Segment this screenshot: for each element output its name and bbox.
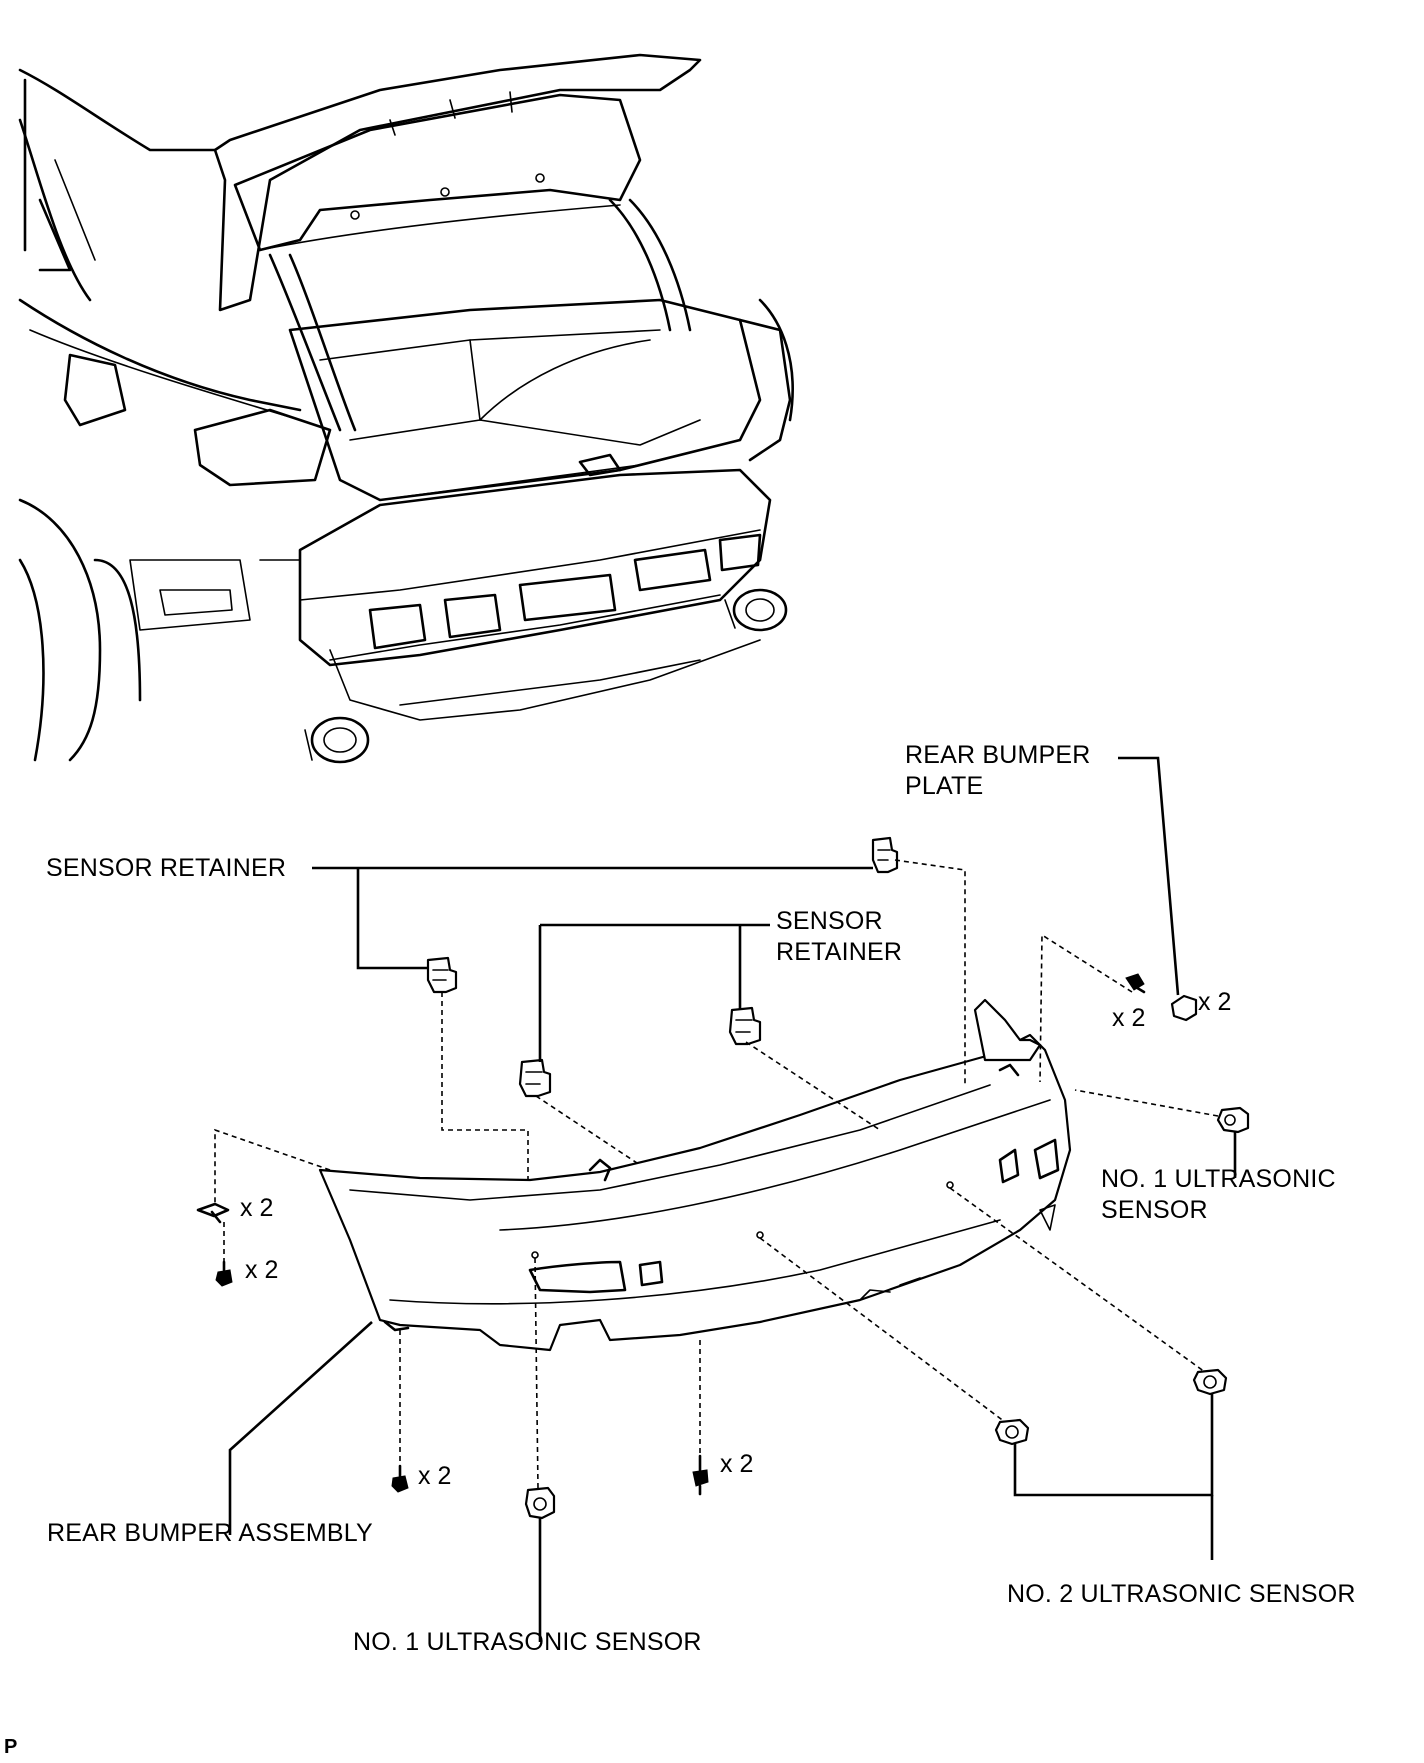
sensor-retainer-top	[871, 836, 899, 874]
left-clip-quantity: x 2	[240, 1194, 274, 1222]
leader-lines	[228, 756, 1237, 1642]
rear-bumper-plate-label-line1: REAR BUMPER	[905, 741, 1091, 769]
sensor-retainer-center-right	[728, 1006, 762, 1046]
assembly-guide-lines	[214, 859, 1219, 1489]
rear-bumper-plate	[1170, 994, 1198, 1022]
no2-ultrasonic-sensor-label: NO. 2 ULTRASONIC SENSOR	[1007, 1580, 1356, 1608]
no1-ultrasonic-sensor-right-label-line2: SENSOR	[1101, 1196, 1208, 1225]
corner-mark: P	[4, 1736, 18, 1758]
sensor-retainer-center-label-line1: SENSOR	[776, 907, 883, 935]
no2-ultrasonic-sensor-left	[994, 1418, 1030, 1446]
rear-bumper-plate-quantity: x 2	[1198, 988, 1232, 1016]
no1-ultrasonic-sensor-right-label: NO. 1 ULTRASONIC SENSOR	[1101, 1164, 1336, 1227]
sensor-retainer-center-label: SENSOR RETAINER	[776, 906, 902, 969]
clip-bottom-center	[692, 1454, 709, 1496]
screw-top-right	[1125, 973, 1146, 994]
sensor-retainer-left-label: SENSOR RETAINER	[46, 854, 287, 882]
rear-bumper-assembly-label: REAR BUMPER ASSEMBLY	[47, 1519, 373, 1547]
clip-left	[196, 1202, 230, 1224]
bottom-left-screw-quantity: x 2	[418, 1462, 452, 1490]
sensor-retainer-center-left	[518, 1058, 552, 1098]
rear-bumper-plate-label: REAR BUMPER PLATE	[905, 740, 1091, 803]
no2-ultrasonic-sensor-right	[1192, 1368, 1228, 1396]
no1-ultrasonic-sensor-bottom-label: NO. 1 ULTRASONIC SENSOR	[353, 1628, 702, 1656]
sensor-retainer-center-label-line2: RETAINER	[776, 938, 903, 967]
vehicle-rear-illustration	[18, 53, 794, 764]
rear-bumper-plate-label-line2: PLATE	[905, 772, 984, 801]
rear-bumper-assembly-illustration	[318, 998, 1072, 1352]
no1-ultrasonic-sensor-right	[1216, 1106, 1250, 1134]
screw-bottom-left	[391, 1464, 409, 1493]
left-screw-quantity: x 2	[245, 1256, 279, 1284]
top-screw-quantity: x 2	[1112, 1004, 1146, 1032]
no1-ultrasonic-sensor-right-label-line1: NO. 1 ULTRASONIC	[1101, 1165, 1336, 1193]
no1-ultrasonic-sensor-bottom	[524, 1486, 556, 1520]
bottom-center-clip-quantity: x 2	[720, 1450, 754, 1478]
screw-left	[215, 1260, 233, 1287]
sensor-retainer-left	[426, 956, 458, 994]
